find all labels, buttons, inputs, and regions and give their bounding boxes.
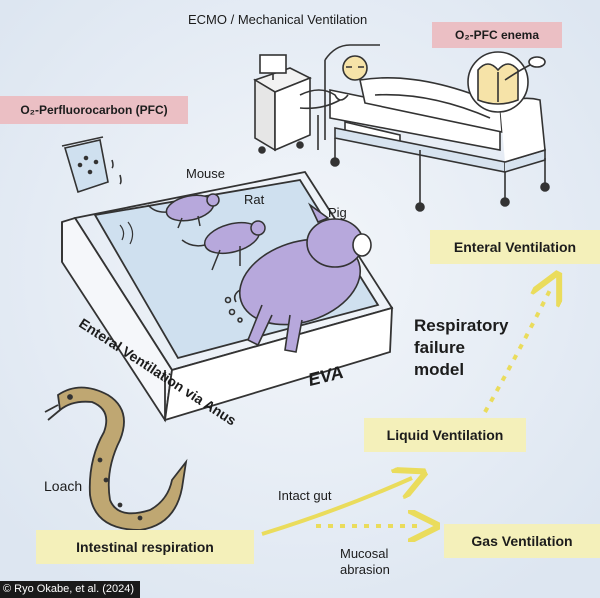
enema-inset-illustration [467,51,546,113]
o2-pfc-box: O₂-Perfluorocarbon (PFC) [0,96,188,124]
hospital-bed-illustration [317,44,550,212]
ecmo-label: ECMO / Mechanical Ventilation [188,12,368,27]
pfc-beaker-illustration [61,136,122,194]
intestinal-respiration-label: Intestinal respiration [76,539,214,555]
enteral-ventilation-box: Enteral Ventilation [430,230,600,264]
rat-illustration [181,220,266,271]
model-label-line2: failure [414,338,466,357]
enteral-ventilation-label: Enteral Ventilation [453,239,577,255]
pig-illustration [224,202,372,353]
intact-gut-label: Intact gut [278,488,332,503]
liquid-ventilation-box: Liquid Ventilation [364,418,526,452]
liquid-ventilation-label: Liquid Ventilation [386,427,504,443]
ecmo-machine-illustration [253,54,349,154]
mucosal-label-line1: Mucosal [340,546,389,561]
image-credit: © Ryo Okabe, et al. (2024) [0,581,141,598]
gas-ventilation-box: Gas Ventilation [444,524,600,558]
model-label-line1: Respiratory [414,316,509,335]
model-label-line3: model [414,360,465,379]
mouse-label: Mouse [186,166,226,181]
mucosal-label-line2: abrasion [340,562,390,577]
mouse-illustration [147,193,220,229]
flow-arrows [261,286,552,534]
rat-label: Rat [244,192,265,207]
loach-illustration [44,386,188,531]
o2-pfc-label: O₂-Perfluorocarbon (PFC) [20,103,168,117]
intestinal-respiration-box: Intestinal respiration [36,530,254,564]
o2-pfc-enema-box: O₂-PFC enema [432,22,562,48]
o2-pfc-enema-label: O₂-PFC enema [454,28,540,42]
loach-label: Loach [44,478,83,494]
pig-label: Pig [328,205,347,220]
gas-ventilation-label: Gas Ventilation [471,533,573,549]
